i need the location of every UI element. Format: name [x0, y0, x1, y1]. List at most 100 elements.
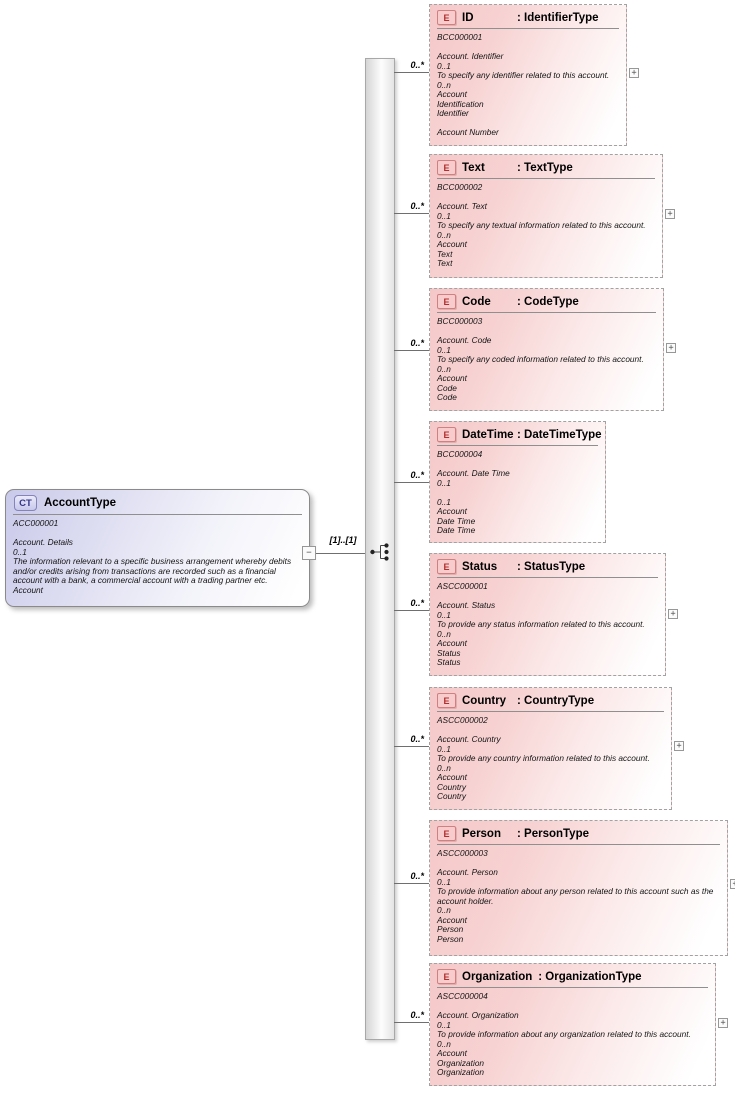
annotation-line: 0..1 — [437, 876, 451, 887]
expand-icon[interactable]: + — [665, 209, 675, 219]
element-type: : IdentifierType — [517, 11, 599, 24]
annotation-line: Account. Country — [437, 734, 501, 744]
element-header: E Organization : OrganizationType — [430, 964, 715, 987]
annotation-line: To specify any textual information relat… — [437, 220, 646, 230]
annotation-line: Country — [437, 791, 467, 801]
annotation-line: 0..1 — [437, 477, 451, 488]
annotation-line: 0..1 — [437, 344, 451, 355]
annotation-line: To specify any coded information related… — [437, 354, 644, 364]
branch-line — [394, 883, 429, 884]
element-icon: E — [437, 10, 456, 25]
header-divider — [437, 711, 664, 712]
header-divider — [13, 514, 302, 515]
annotation-line: 0..1 — [437, 60, 451, 71]
element-name: Person — [462, 827, 501, 840]
annotation-line: Country — [437, 781, 467, 792]
complex-type-icon: CT — [14, 495, 37, 511]
expand-icon[interactable]: + — [666, 343, 676, 353]
annotation-line: ASCC000002 — [437, 715, 488, 725]
cardinality-label: 0..* — [410, 1010, 424, 1020]
element-type: : DateTimeType — [517, 428, 602, 441]
expand-icon[interactable]: + — [718, 1018, 728, 1028]
cardinality-label: 0..* — [410, 60, 424, 70]
collapse-icon[interactable]: − — [302, 546, 316, 560]
element-icon: E — [437, 427, 456, 442]
complex-type-header: CT AccountType — [6, 490, 309, 514]
element-type: : OrganizationType — [538, 970, 642, 983]
cardinality-label: 0..* — [410, 871, 424, 881]
branch-line — [394, 350, 429, 351]
element-name: ID — [462, 11, 474, 24]
annotation-line: Account — [437, 239, 467, 249]
annotation-line: 0..n — [437, 762, 451, 773]
annotation-line: Account — [437, 373, 467, 383]
annotation-line: ACC000001 — [13, 518, 59, 528]
cardinality-label: 0..* — [410, 734, 424, 744]
element-type: : TextType — [517, 161, 573, 174]
annotation-line: ASCC000001 — [437, 581, 488, 591]
element-header: E Country : CountryType — [430, 688, 671, 711]
annotation-line: Text — [437, 258, 453, 268]
annotation-line: Account — [437, 506, 467, 516]
expand-icon[interactable]: + — [668, 609, 678, 619]
annotation-line: Account. Code — [437, 335, 492, 345]
annotation-line: 0..n — [437, 1038, 451, 1049]
annotation-line: Account. Date Time — [437, 468, 510, 478]
annotation-line: Account. Status — [437, 600, 496, 610]
compositor-icon — [370, 543, 389, 561]
branch-line — [394, 610, 429, 611]
annotation-line: Status — [437, 647, 461, 658]
element-type: : PersonType — [517, 827, 589, 840]
element-name: Text — [462, 161, 485, 174]
annotation-line: 0..n — [437, 628, 451, 639]
element-header: E Code : CodeType — [430, 289, 663, 312]
header-divider — [437, 844, 720, 845]
annotation-line: BCC000002 — [437, 182, 483, 192]
element-icon: E — [437, 969, 456, 984]
cardinality-label: 0..* — [410, 598, 424, 608]
branch-line — [394, 482, 429, 483]
annotation-line: BCC000004 — [437, 449, 483, 459]
annotation-line: To provide information about any person … — [437, 886, 714, 906]
complex-type-title: AccountType — [44, 497, 116, 509]
annotation-line: Status — [437, 657, 461, 667]
root-cardinality-label: [1]..[1] — [329, 535, 357, 545]
annotation-line: Account. Identifier — [437, 51, 504, 61]
annotation-line: BCC000003 — [437, 316, 483, 326]
annotation-line: 0..1 — [13, 546, 27, 557]
annotation-line: 0..n — [437, 905, 451, 915]
annotation-line: 0..n — [437, 229, 451, 240]
element-icon: E — [437, 826, 456, 841]
annotation-line — [437, 488, 601, 498]
header-divider — [437, 987, 708, 988]
annotation-line: 0..n — [437, 363, 451, 374]
expand-icon[interactable]: + — [674, 741, 684, 751]
element-name: Status — [462, 560, 498, 573]
expand-icon[interactable]: + — [730, 879, 735, 889]
annotation-line: Account — [437, 914, 467, 925]
expand-icon[interactable]: + — [629, 68, 639, 78]
header-divider — [437, 312, 656, 313]
annotation-line: Account — [437, 89, 467, 99]
element-icon: E — [437, 294, 456, 309]
annotation-line: 0..1 — [437, 496, 451, 507]
element-header: E Text : TextType — [430, 155, 662, 178]
branch-line — [394, 1022, 429, 1023]
branch-line — [394, 213, 429, 214]
element-box-organization[interactable]: E Organization : OrganizationType ASCC00… — [429, 963, 716, 1086]
element-type: : CodeType — [517, 295, 579, 308]
